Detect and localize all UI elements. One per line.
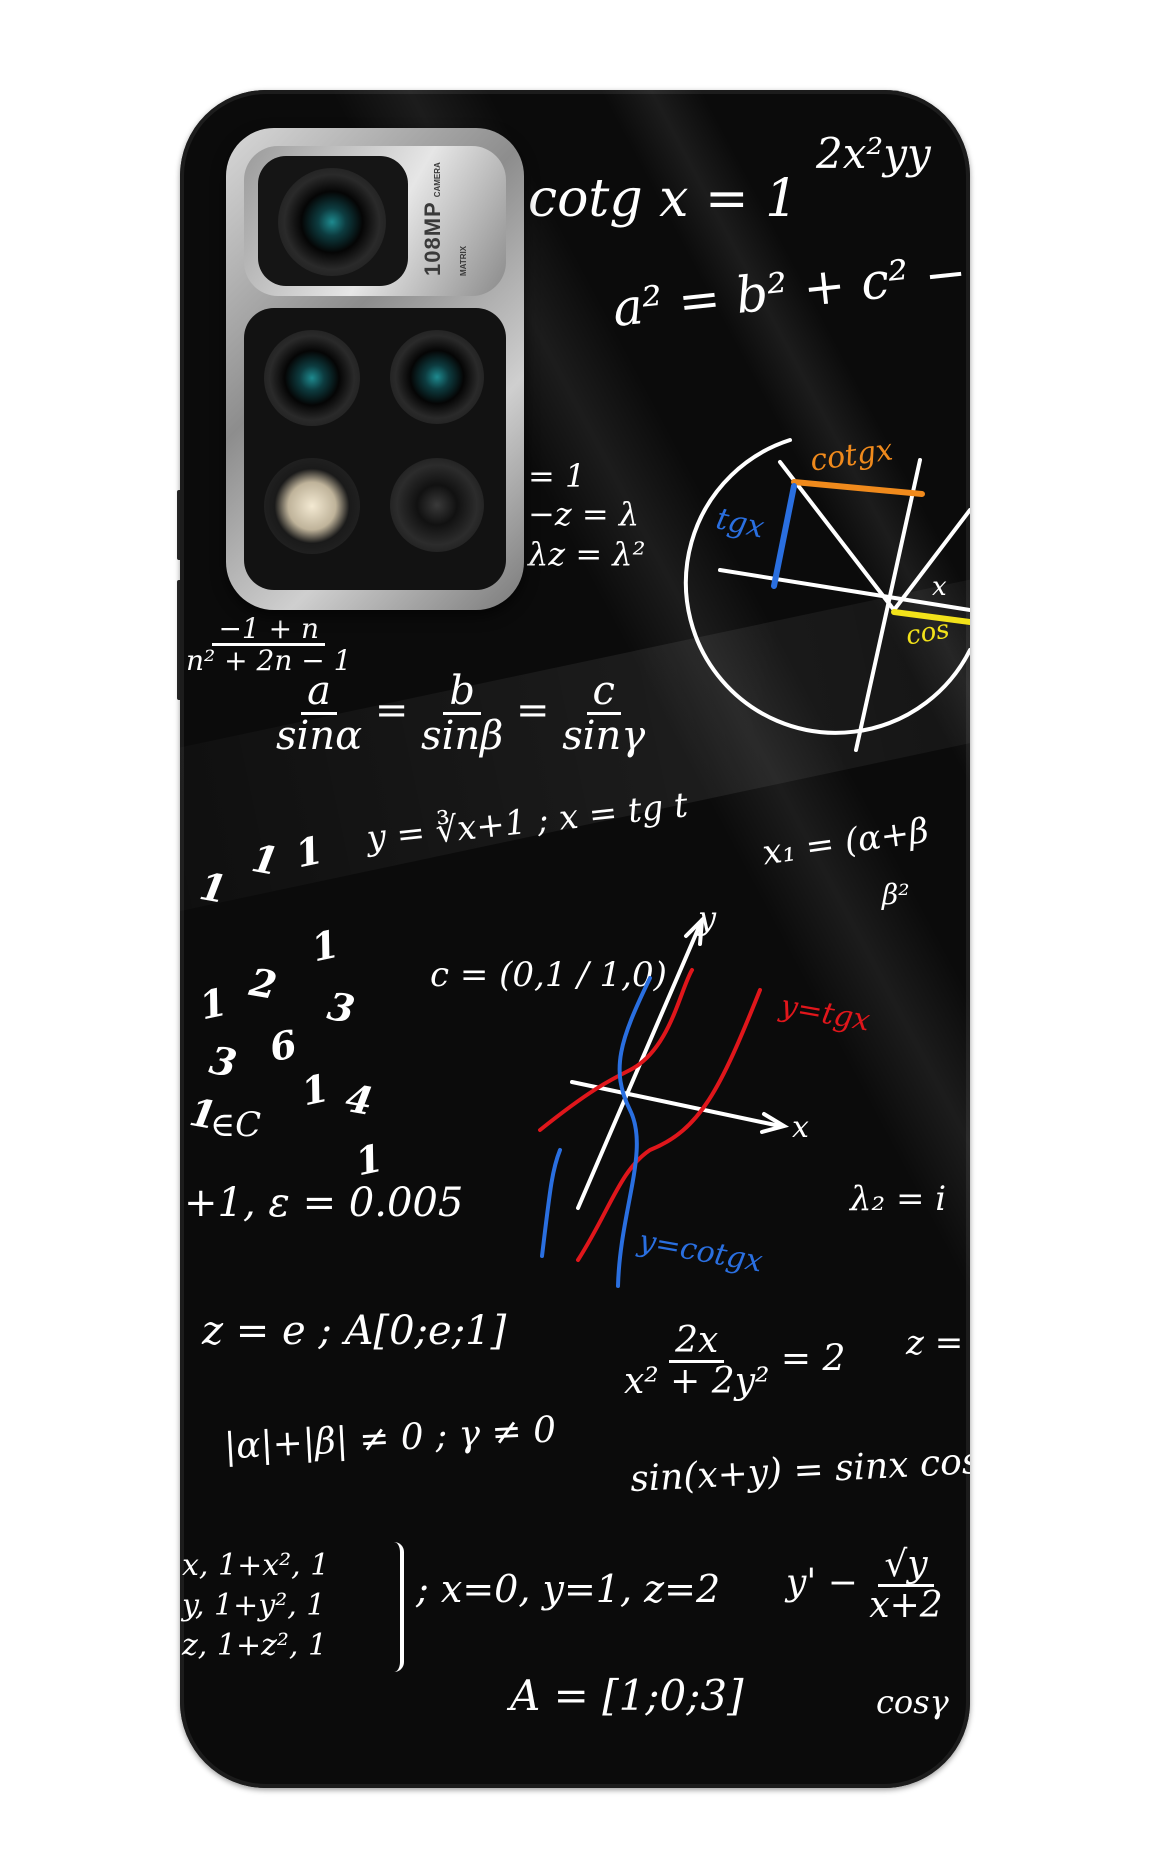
cos-segment — [891, 609, 970, 625]
drawings — [538, 438, 970, 1288]
ultrawide-lens — [264, 330, 360, 426]
formula: −z = λ — [528, 495, 640, 533]
camera-module: 108MPCAMERA MATRIX — [226, 128, 524, 610]
tg-curve — [576, 988, 762, 1262]
main-camera-lens — [278, 168, 386, 276]
graph-y-label: y — [698, 899, 717, 937]
fraction-denominator: n² + 2n − 1 — [186, 644, 352, 678]
macro-lens — [390, 458, 484, 552]
circle-arc — [683, 438, 970, 735]
x-axis — [570, 1080, 782, 1128]
formula: λ₂ = i — [850, 1179, 947, 1219]
formula: λz = λ² — [528, 535, 646, 573]
derivative: y' − — [786, 1562, 858, 1604]
equals: = — [374, 687, 409, 734]
matrix-bracket — [394, 1542, 404, 1672]
denominator: sinα — [276, 713, 363, 759]
secondary-camera-panel — [244, 308, 506, 590]
main-lens-housing — [258, 156, 408, 286]
numerator: 2x — [669, 1322, 725, 1363]
denominator: x² + 2y² — [624, 1360, 770, 1402]
numerator: √y — [878, 1546, 934, 1587]
x-axis-arrow — [760, 1112, 790, 1134]
formula: = 1 — [528, 457, 586, 495]
circle-x-label: x — [932, 572, 947, 602]
formula: cotg x = 1 — [528, 169, 799, 229]
circle-axis — [718, 568, 970, 612]
formula: z = — [906, 1323, 964, 1363]
equals-two: = 2 — [780, 1338, 846, 1380]
tg-segment — [771, 483, 797, 589]
graph-x-label: x — [792, 1110, 809, 1145]
denominator: x+2 — [869, 1584, 943, 1626]
circle-radius — [892, 508, 970, 612]
trig-circle — [683, 438, 970, 752]
side-button — [177, 580, 182, 700]
equals: = — [515, 687, 550, 734]
formula: 2x²yy — [816, 129, 931, 178]
main-camera-plate: 108MPCAMERA MATRIX — [244, 146, 506, 296]
cotg-curve — [616, 976, 652, 1288]
formula: x, 1+x², 1 — [182, 1548, 330, 1583]
cotg-curve — [540, 1148, 562, 1258]
formula: y, 1+y², 1 — [182, 1588, 326, 1623]
numerator: b — [443, 670, 481, 715]
denominator: sinβ — [421, 713, 504, 759]
formula: z, 1+z², 1 — [182, 1628, 328, 1663]
circle-radius — [778, 460, 896, 612]
formula: cosγ — [876, 1683, 949, 1721]
numerator: c — [586, 670, 621, 715]
y-axis-arrow — [684, 914, 705, 946]
denominator: sinγ — [562, 713, 646, 759]
side-button — [177, 490, 182, 560]
megapixel-badge: 108MPCAMERA MATRIX — [420, 162, 472, 276]
formula: +1, ε = 0.005 — [184, 1180, 464, 1226]
badge-text: 108MP — [420, 201, 445, 276]
fraction-numerator: −1 + n — [212, 614, 326, 647]
flash-icon — [264, 458, 360, 554]
tangent-graph — [538, 914, 790, 1288]
phone-case: 2x²yy cotg x = 1 a² = b² + c² − 2 = 1 −z… — [180, 90, 970, 1788]
tg-curve — [538, 968, 694, 1132]
formula: ; x=0, y=1, z=2 — [416, 1567, 721, 1611]
formula: β² — [882, 878, 910, 911]
formula: z = e ; A[0;e;1] — [202, 1308, 507, 1354]
numerator: a — [301, 670, 337, 715]
depth-lens — [390, 330, 484, 424]
formula: ∈C — [210, 1105, 262, 1145]
formula: c = (0,1 / 1,0) — [430, 955, 667, 995]
formula: A = [1;0;3] — [510, 1671, 744, 1720]
cotg-segment — [791, 479, 925, 497]
